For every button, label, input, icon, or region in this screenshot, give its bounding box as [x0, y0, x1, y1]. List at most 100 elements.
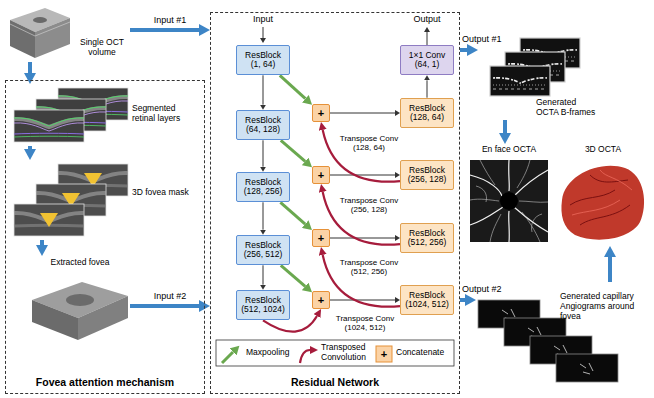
edge-label: Input #2 — [154, 291, 187, 301]
connector — [281, 140, 305, 161]
legend-text: Concatenate — [396, 348, 450, 358]
extracted-fovea-image — [78, 296, 128, 340]
input-arrow — [263, 27, 264, 38]
oct-volume-image — [10, 22, 70, 36]
3d-octa-image — [561, 166, 644, 240]
block-label: ResBlock (256, 128) — [404, 166, 450, 185]
capillary-angiograms-image — [556, 354, 618, 382]
edge-label: Output #2 — [462, 284, 502, 294]
block-label: ResBlock (128, 64) — [404, 104, 450, 123]
connector — [263, 140, 264, 166]
en-face-octa-image — [508, 160, 510, 191]
output-arrow — [427, 32, 428, 45]
connector — [263, 75, 264, 104]
image-panel: Single OCT volume — [8, 4, 130, 62]
block-label: ResBlock (1, 64) — [240, 51, 286, 70]
oct-volume-image — [10, 8, 70, 58]
image-panel: Generated OCTA B-frames — [478, 36, 600, 120]
capillary-angiograms-image — [478, 300, 618, 382]
io-label: Input — [243, 14, 283, 24]
edge-label: Input #1 — [154, 15, 187, 25]
image-panel: Segmented retinal layers — [12, 84, 198, 146]
connector — [263, 202, 264, 229]
concatenate-box: + — [312, 104, 330, 122]
connector — [28, 146, 32, 149]
3d-octa-image — [570, 190, 615, 205]
image-caption: Segmented retinal layers — [132, 104, 196, 124]
image-caption: Extracted fovea — [30, 258, 130, 268]
concat-symbol: + — [313, 107, 329, 119]
encoder-resblock: ResBlock (512, 1024) — [236, 290, 290, 321]
io-label: Output — [407, 14, 447, 24]
block-label: ResBlock (512, 1024) — [240, 296, 286, 315]
connector — [40, 240, 44, 245]
block-label: ResBlock (64, 128) — [240, 116, 286, 135]
connector — [460, 298, 465, 302]
legend-box — [216, 340, 454, 366]
3d-octa-image — [572, 200, 620, 215]
oct-volume-image — [33, 17, 47, 23]
en-face-octa-image — [470, 175, 502, 196]
en-face-octa-image — [490, 214, 501, 242]
legend-text: Transposed Convolution — [321, 343, 371, 363]
3d-octa-image — [580, 205, 630, 225]
en-face-octa-image — [470, 160, 548, 242]
3d-octa-image — [600, 170, 632, 190]
connector — [281, 265, 305, 286]
encoder-resblock: ResBlock (1, 64) — [236, 45, 290, 76]
concat-symbol: + — [313, 232, 329, 244]
segmented-layers-image — [14, 88, 128, 142]
legend-concat-symbol: + — [376, 346, 392, 362]
image-panel: 3D OCTA — [556, 144, 650, 246]
decoder-resblock: ResBlock (128, 64) — [400, 98, 454, 129]
panel-title: Fovea attention mechanism — [5, 376, 205, 388]
en-face-octa-image — [480, 160, 495, 185]
extracted-fovea-image — [66, 294, 94, 306]
conv-box: 1×1 Conv (64, 1) — [400, 45, 454, 76]
connector — [330, 175, 395, 176]
edge-label: Transpose Conv (512, 256) — [338, 258, 400, 276]
concat-symbol: + — [313, 169, 329, 181]
connector — [28, 62, 32, 73]
fovea-mask-image — [14, 164, 128, 236]
segmented-layers-image — [14, 110, 84, 142]
dashed-panel: Residual NetworkResBlock (1, 64)ResBlock… — [210, 12, 460, 394]
image-caption: 3D fovea mask — [132, 188, 196, 198]
connector — [263, 265, 264, 284]
connector — [427, 80, 428, 97]
en-face-octa-image — [470, 199, 499, 201]
connector — [330, 300, 395, 301]
b-frames-image — [490, 38, 580, 96]
image-caption: Single OCT volume — [74, 38, 130, 58]
connector — [460, 48, 467, 52]
connector — [130, 28, 199, 32]
connector — [330, 113, 395, 114]
block-label: ResBlock (256, 512) — [240, 241, 286, 260]
connector — [280, 75, 306, 98]
legend-text: Maxpooling — [246, 348, 294, 358]
3d-octa-image — [561, 166, 644, 240]
edge-label: Transpose Conv (1024, 512) — [333, 314, 397, 332]
extracted-fovea-image — [32, 282, 128, 340]
image-panel: Generated capillary Angiograms around fo… — [476, 282, 650, 396]
block-label: ResBlock (512, 256) — [404, 229, 450, 248]
input-arrow — [263, 27, 264, 38]
edge-label: Output #1 — [462, 34, 502, 44]
en-face-octa-image — [500, 192, 518, 210]
decoder-resblock: ResBlock (256, 128) — [400, 160, 454, 191]
edge-label: Transpose Conv (128, 64) — [338, 134, 400, 152]
edge-label: Transpose Conv (256, 128) — [338, 196, 400, 214]
block-label: ResBlock (1024, 512) — [404, 291, 450, 310]
dashed-panel: Fovea attention mechanism Segmented retin… — [5, 80, 205, 394]
legend-box — [300, 350, 310, 363]
en-face-octa-image — [517, 160, 530, 188]
connector — [323, 192, 400, 245]
legend-box — [222, 352, 233, 363]
en-face-octa-image — [514, 207, 548, 232]
connector — [330, 238, 395, 239]
